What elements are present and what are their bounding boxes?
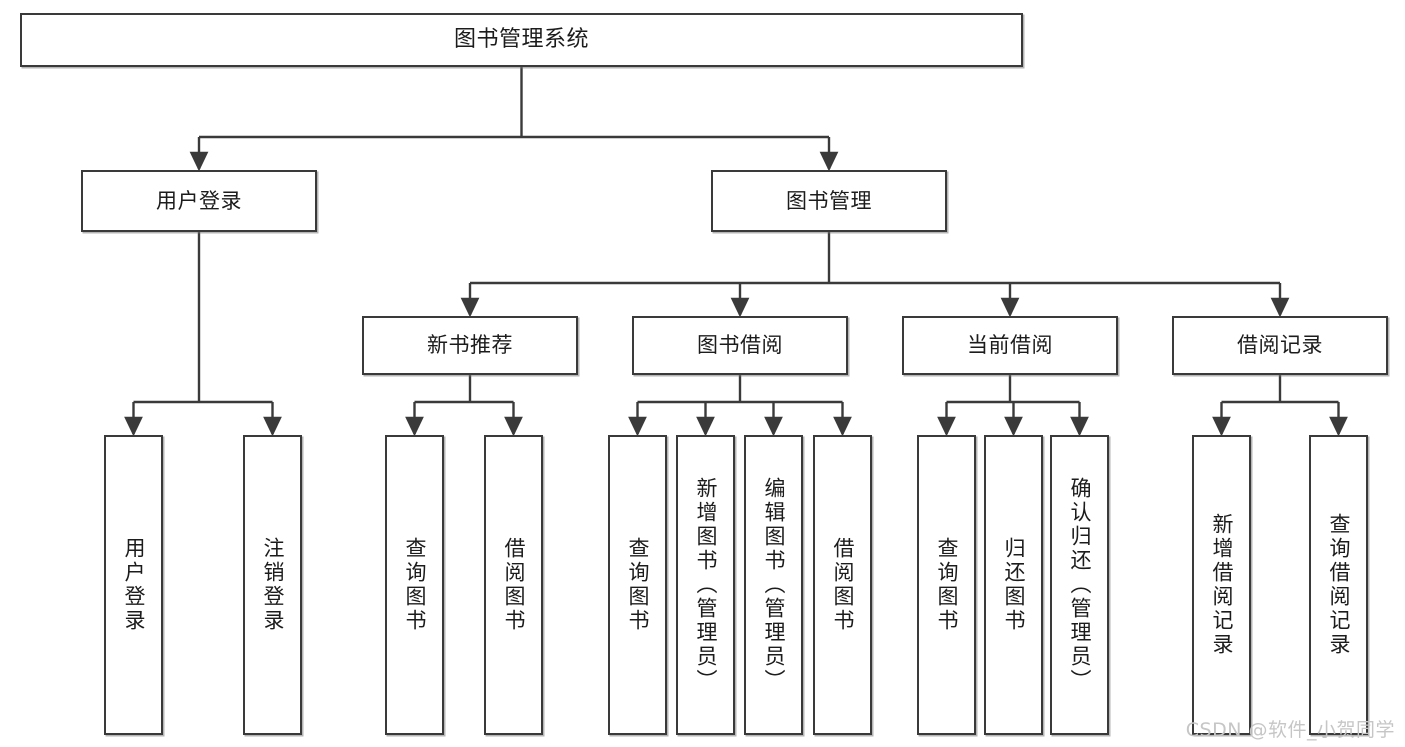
node-label: 借阅记录 [1237,333,1323,358]
node-current[interactable]: 当前借阅 [902,316,1118,375]
node-leaf2[interactable]: 注销登录 [243,435,302,735]
node-label: 新增借阅记录 [1210,513,1234,657]
node-leaf12[interactable]: 新增借阅记录 [1192,435,1251,735]
node-login[interactable]: 用户登录 [81,170,317,232]
node-label: 查询借阅记录 [1327,513,1351,657]
node-bookmgmt[interactable]: 图书管理 [711,170,947,232]
node-label: 新书推荐 [427,333,513,358]
node-leaf3[interactable]: 查询图书 [385,435,444,735]
node-leaf4[interactable]: 借阅图书 [484,435,543,735]
node-label: 确认归还（管理员） [1068,477,1092,693]
node-leaf13[interactable]: 查询借阅记录 [1309,435,1368,735]
node-label: 编辑图书（管理员） [762,477,786,693]
node-label: 图书管理系统 [453,26,589,52]
node-label: 当前借阅 [967,333,1053,358]
node-leaf9[interactable]: 查询图书 [917,435,976,735]
node-label: 图书管理 [786,188,872,213]
node-leaf5[interactable]: 查询图书 [608,435,667,735]
node-label: 新增图书（管理员） [694,477,718,693]
node-label: 查询图书 [626,537,650,633]
node-label: 查询图书 [935,537,959,633]
node-newbook[interactable]: 新书推荐 [362,316,578,375]
node-leaf1[interactable]: 用户登录 [104,435,163,735]
node-leaf11[interactable]: 确认归还（管理员） [1050,435,1109,735]
node-root[interactable]: 图书管理系统 [20,13,1023,67]
node-label: 图书借阅 [697,333,783,358]
node-leaf8[interactable]: 借阅图书 [813,435,872,735]
watermark: CSDN @软件_小贺同学 [1185,719,1395,741]
node-label: 借阅图书 [502,537,526,633]
node-label: 注销登录 [261,537,285,633]
node-label: 用户登录 [122,537,146,633]
node-label: 归还图书 [1002,537,1026,633]
node-label: 借阅图书 [831,537,855,633]
node-borrow[interactable]: 图书借阅 [632,316,848,375]
node-label: 查询图书 [403,537,427,633]
node-leaf7[interactable]: 编辑图书（管理员） [744,435,803,735]
node-records[interactable]: 借阅记录 [1172,316,1388,375]
node-leaf6[interactable]: 新增图书（管理员） [676,435,735,735]
node-label: 用户登录 [156,188,242,213]
node-leaf10[interactable]: 归还图书 [984,435,1043,735]
